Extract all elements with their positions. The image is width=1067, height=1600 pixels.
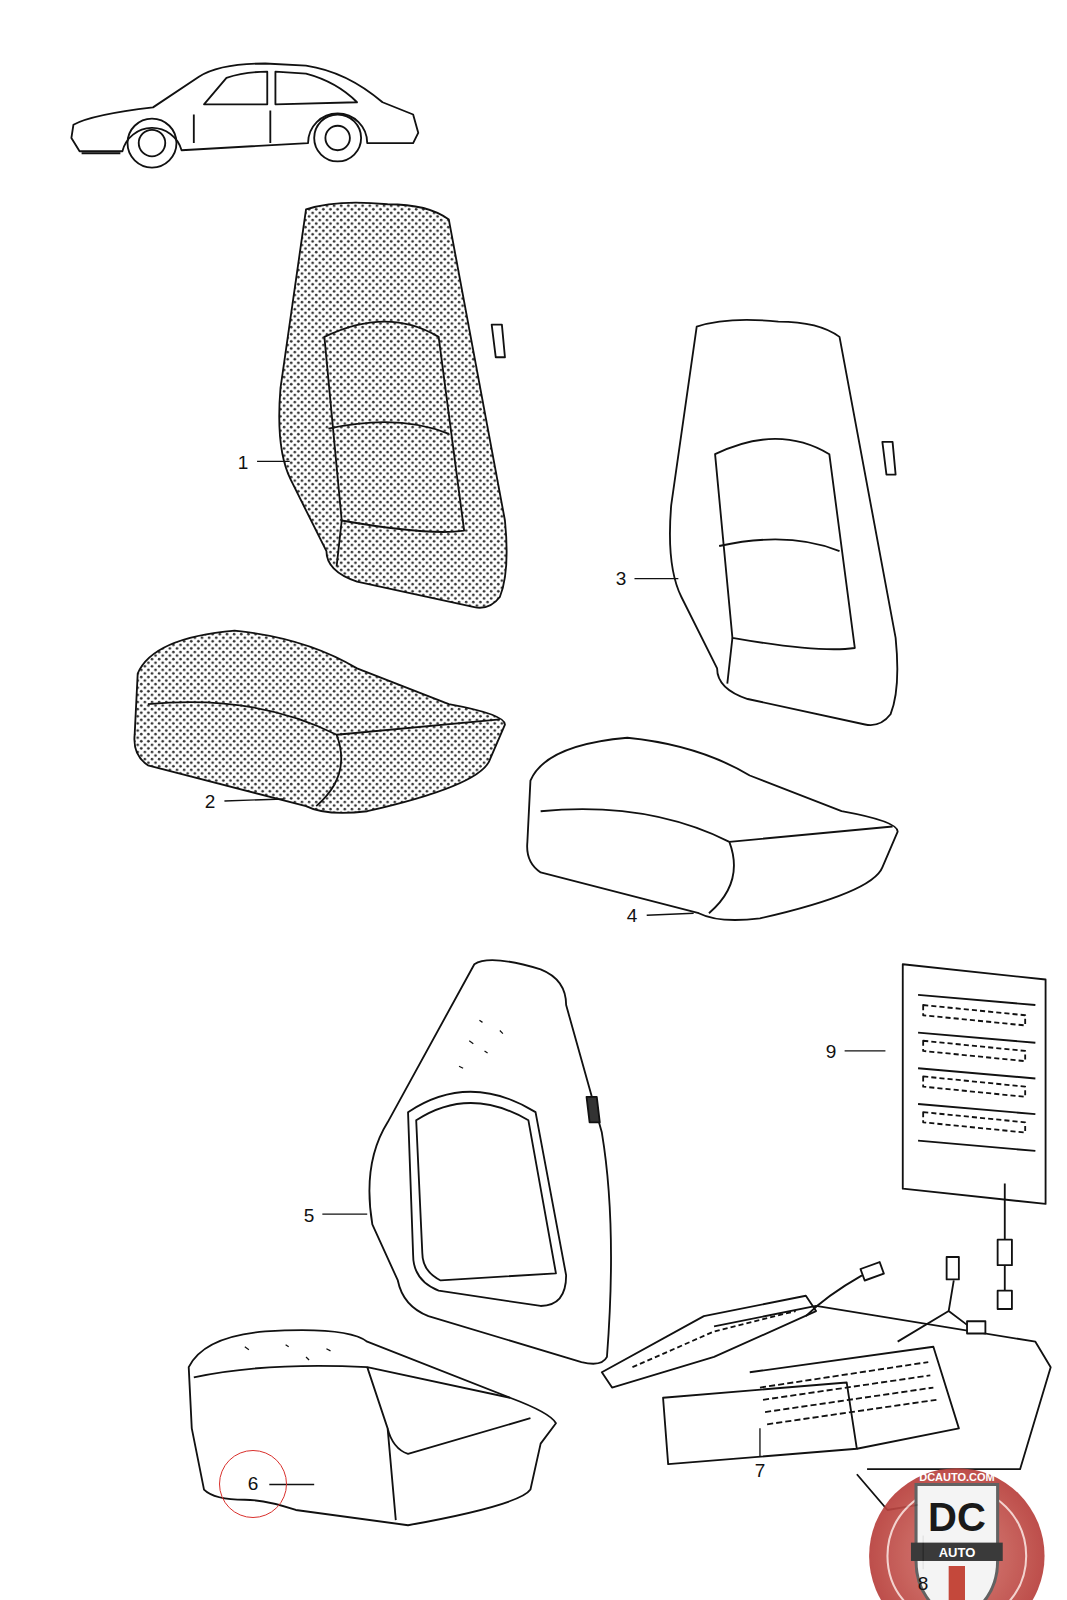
seat-cushion-cover [527, 738, 898, 920]
leader-lines [224, 461, 923, 1569]
callout-number: 8 [918, 1574, 929, 1593]
watermark-logo [869, 1468, 1044, 1600]
callout-number: 6 [248, 1473, 259, 1495]
callout-number: 9 [826, 1042, 837, 1061]
callout-number: 2 [205, 792, 216, 811]
seat-back-cover [279, 203, 506, 608]
cushion-heating-element [602, 1257, 1051, 1510]
car-sketch [71, 64, 418, 168]
callout-number: 3 [616, 569, 627, 588]
seat-back-cover [670, 320, 897, 725]
watermark-text: DC [928, 1497, 986, 1537]
watermark-text: DCAUTO.COM [919, 1472, 995, 1483]
watermark-text: AUTO [939, 1546, 976, 1559]
callout-number: 5 [304, 1206, 315, 1225]
callout-number: 7 [755, 1461, 766, 1480]
callout-circle: 6 [219, 1450, 287, 1518]
backrest-heating-element [903, 964, 1046, 1309]
seat-back-foam [369, 960, 611, 1364]
seat-cushion-foam [189, 1330, 556, 1525]
seat-cushion-cover [134, 631, 505, 813]
callout-number: 4 [627, 906, 638, 925]
callout-number: 1 [238, 453, 249, 472]
